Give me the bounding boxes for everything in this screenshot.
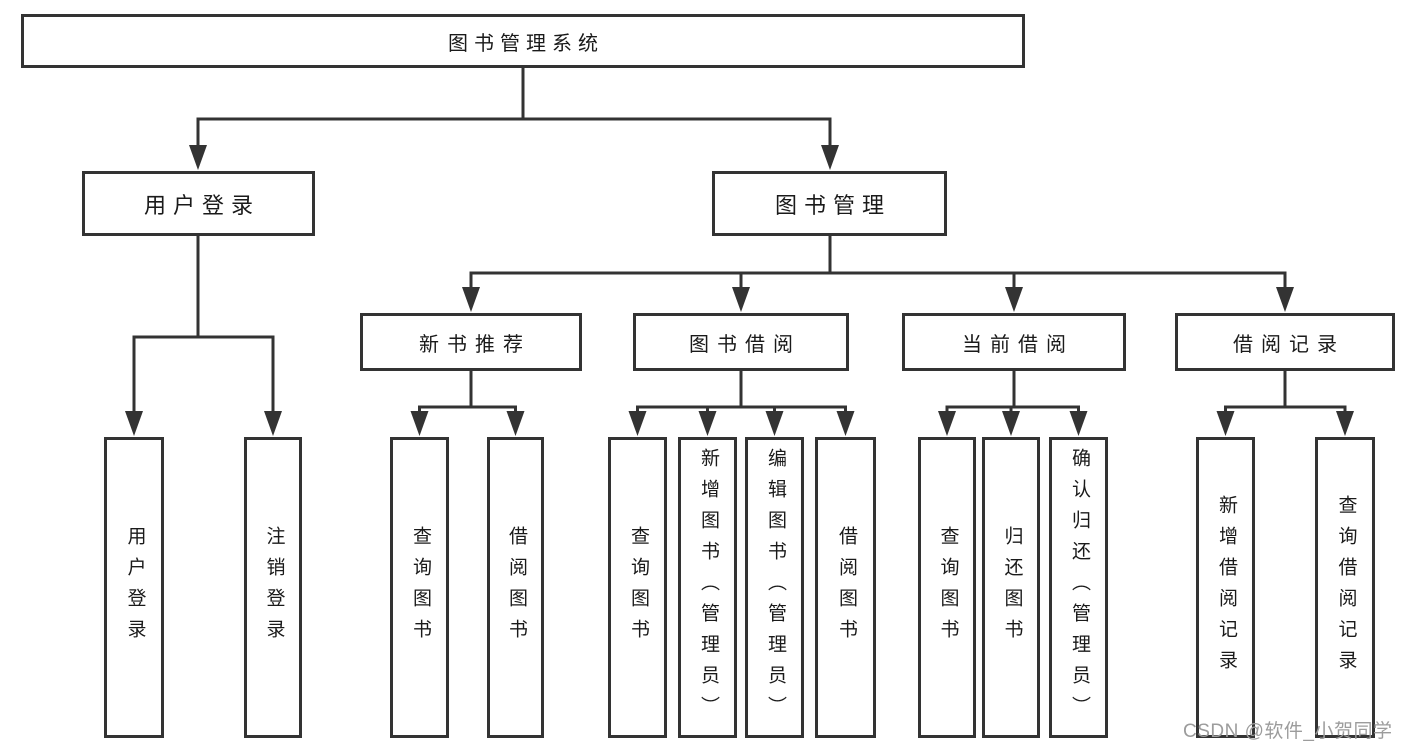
csdn-watermark: CSDN @软件_小贺同学 [1183, 721, 1393, 742]
arrowhead [938, 411, 956, 436]
leaf-edit-book-admin-label: 编辑图书（管理员） [764, 448, 786, 727]
leaf-confirm-return-admin-label: 确认归还（管理员） [1068, 448, 1090, 727]
connector-root-to-level2 [196, 68, 832, 150]
arrowhead [1336, 411, 1354, 436]
leaf-query-books-current-label: 查询图书 [937, 525, 959, 650]
node-new-book-recommend-label: 新书推荐 [419, 333, 531, 356]
leaf-user-login-label: 用户登录 [124, 525, 146, 650]
leaf-logout: 注销登录 [244, 437, 302, 738]
leaf-borrow-books-recommend-label: 借阅图书 [505, 525, 527, 650]
connector-management-to-level3 [469, 236, 1287, 292]
node-book-borrow: 图书借阅 [633, 313, 849, 371]
arrowhead [410, 411, 429, 436]
arrowhead [506, 411, 525, 436]
arrowhead [698, 411, 717, 436]
leaf-query-books-recommend: 查询图书 [390, 437, 449, 738]
node-borrow-record-label: 借阅记录 [1233, 333, 1345, 356]
arrowhead [1002, 411, 1020, 436]
leaf-user-login: 用户登录 [104, 437, 164, 738]
connector-current-group [945, 371, 1080, 418]
arrowhead [821, 145, 839, 170]
arrowhead [189, 145, 207, 170]
arrowhead [125, 411, 143, 436]
leaf-query-books-borrow-label: 查询图书 [627, 525, 649, 650]
node-user-login-label: 用户登录 [143, 192, 260, 218]
connector-record-group [1224, 371, 1347, 418]
arrowhead [1216, 411, 1235, 436]
arrowhead [264, 411, 282, 436]
arrowhead [1005, 287, 1023, 312]
node-root: 图书管理系统 [21, 14, 1025, 68]
node-borrow-record: 借阅记录 [1175, 313, 1395, 371]
leaf-query-books-borrow: 查询图书 [608, 437, 667, 738]
arrowhead [628, 411, 647, 436]
arrowhead [1069, 411, 1088, 436]
node-user-login: 用户登录 [82, 171, 315, 236]
leaf-query-borrow-record: 查询借阅记录 [1315, 437, 1375, 738]
node-new-book-recommend: 新书推荐 [360, 313, 582, 371]
leaf-edit-book-admin: 编辑图书（管理员） [745, 437, 804, 738]
arrowhead [836, 411, 855, 436]
leaf-return-book: 归还图书 [982, 437, 1040, 738]
leaf-add-borrow-record-label: 新增借阅记录 [1215, 494, 1237, 681]
node-book-management: 图书管理 [712, 171, 947, 236]
connector-recommend-group [418, 371, 517, 418]
leaf-logout-label: 注销登录 [263, 525, 285, 650]
leaf-query-books-current: 查询图书 [918, 437, 976, 738]
node-root-label: 图书管理系统 [448, 32, 604, 55]
leaf-borrow-books: 借阅图书 [815, 437, 876, 738]
connector-login-group [132, 236, 275, 416]
leaf-add-book-admin-label: 新增图书（管理员） [697, 448, 719, 727]
leaf-query-borrow-record-label: 查询借阅记录 [1335, 494, 1357, 681]
leaf-return-book-label: 归还图书 [1001, 525, 1023, 650]
leaf-borrow-books-recommend: 借阅图书 [487, 437, 544, 738]
leaf-add-book-admin: 新增图书（管理员） [678, 437, 737, 738]
node-book-management-label: 图书管理 [774, 192, 891, 218]
leaf-add-borrow-record: 新增借阅记录 [1196, 437, 1255, 738]
connector-borrow-group [636, 371, 847, 418]
leaf-borrow-books-label: 借阅图书 [835, 525, 857, 650]
node-current-borrow: 当前借阅 [902, 313, 1126, 371]
arrowhead [1276, 287, 1294, 312]
arrowhead [732, 287, 750, 312]
leaf-confirm-return-admin: 确认归还（管理员） [1049, 437, 1108, 738]
node-current-borrow-label: 当前借阅 [962, 333, 1074, 356]
arrowhead [462, 287, 480, 312]
node-book-borrow-label: 图书借阅 [689, 333, 801, 356]
arrowhead [765, 411, 784, 436]
leaf-query-books-recommend-label: 查询图书 [409, 525, 431, 650]
